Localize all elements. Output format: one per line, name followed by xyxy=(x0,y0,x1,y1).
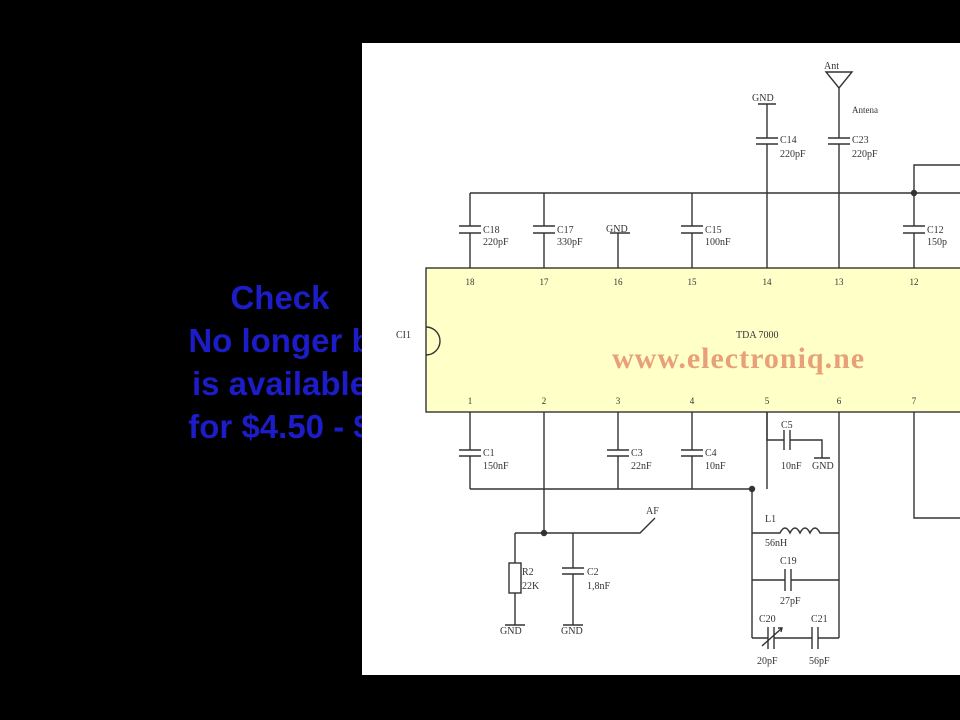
chip-name: TDA 7000 xyxy=(736,330,779,341)
promo-line-1: Check xyxy=(230,279,330,316)
c17-val: 330pF xyxy=(557,237,583,248)
schematic-sheet: 18 17 16 15 14 13 12 1 2 3 4 5 6 7 TDA 7… xyxy=(362,43,960,675)
c12-rail-wire xyxy=(913,164,960,193)
c1-ref: C1 xyxy=(483,448,495,459)
promo-line-3: is available xyxy=(191,365,369,402)
c5-val: 10nF xyxy=(781,461,802,472)
capacitor-c1 xyxy=(459,412,481,489)
ic-notch xyxy=(425,326,441,356)
pin-12: 12 xyxy=(910,277,919,287)
c21-val: 56pF xyxy=(809,656,830,667)
schematic-svg: 18 17 16 15 14 13 12 1 2 3 4 5 6 7 TDA 7… xyxy=(396,61,960,667)
c1-val: 150nF xyxy=(483,461,509,472)
c3-ref: C3 xyxy=(631,448,643,459)
c20-ref: C20 xyxy=(759,614,776,625)
r2-val: 22K xyxy=(522,581,540,592)
c2-val: 1,8nF xyxy=(587,581,611,592)
c5-ref: C5 xyxy=(781,420,793,431)
c14-val: 220pF xyxy=(780,149,806,160)
pin-6: 6 xyxy=(837,396,842,406)
af-output-wire xyxy=(515,517,656,534)
capacitor-c2 xyxy=(562,533,584,626)
pin-2: 2 xyxy=(542,396,547,406)
capacitor-c3 xyxy=(607,412,629,489)
c4-val: 10nF xyxy=(705,461,726,472)
pin-17: 17 xyxy=(540,277,550,287)
pin-7: 7 xyxy=(912,396,917,406)
c18-val: 220pF xyxy=(483,237,509,248)
r2-ref: R2 xyxy=(522,567,534,578)
l1-ref: L1 xyxy=(765,514,776,525)
c20-val: 20pF xyxy=(757,656,778,667)
pin-18: 18 xyxy=(466,277,476,287)
capacitor-c20-c21 xyxy=(752,627,839,649)
pin-3: 3 xyxy=(616,396,621,406)
c15-ref: C15 xyxy=(705,225,722,236)
c2-ref: C2 xyxy=(587,567,599,578)
capacitor-c5 xyxy=(766,412,830,459)
tank-rails xyxy=(751,412,840,638)
resistor-r2 xyxy=(505,533,525,626)
capacitor-c17 xyxy=(533,193,555,268)
capacitor-c4 xyxy=(681,412,703,489)
l1-val: 56nH xyxy=(765,538,787,549)
pin-4: 4 xyxy=(690,396,695,406)
pin-5: 5 xyxy=(765,396,770,406)
c17-ref: C17 xyxy=(557,225,574,236)
c14-ref: C14 xyxy=(780,135,797,146)
ant-label: Ant xyxy=(824,61,839,72)
c23-val: 220pF xyxy=(852,149,878,160)
pin-13: 13 xyxy=(835,277,845,287)
gnd-r2-label: GND xyxy=(500,626,522,637)
c12-ref: C12 xyxy=(927,225,944,236)
gnd-16-label: GND xyxy=(606,224,628,235)
antena-label: Antena xyxy=(852,105,878,115)
capacitor-c19 xyxy=(752,569,839,591)
gnd-c5-label: GND xyxy=(812,461,834,472)
promo-line-2: No longer b xyxy=(188,322,372,359)
c23-ref: C23 xyxy=(852,135,869,146)
c15-val: 100nF xyxy=(705,237,731,248)
capacitor-c14 xyxy=(756,103,778,268)
capacitor-c12 xyxy=(903,193,925,268)
promo-text: Check No longer b is available for $4.50… xyxy=(0,276,560,448)
c21-ref: C21 xyxy=(811,614,828,625)
inductor-l1 xyxy=(752,527,839,535)
pin-14: 14 xyxy=(763,277,773,287)
c19-ref: C19 xyxy=(780,556,797,567)
pin-16: 16 xyxy=(614,277,624,287)
capacitor-c18 xyxy=(459,193,481,268)
c18-ref: C18 xyxy=(483,225,500,236)
capacitor-c23-antenna xyxy=(824,71,854,268)
pin7-wire xyxy=(913,412,960,519)
pin-numbers: 18 17 16 15 14 13 12 1 2 3 4 5 6 7 xyxy=(466,277,919,406)
gnd-c14-label: GND xyxy=(752,93,774,104)
pin-1: 1 xyxy=(468,396,473,406)
c4-ref: C4 xyxy=(705,448,717,459)
pin-15: 15 xyxy=(688,277,698,287)
capacitor-c15 xyxy=(681,193,703,268)
junction xyxy=(748,485,756,493)
c19-val: 27pF xyxy=(780,596,801,607)
ic-body xyxy=(425,267,960,413)
gnd-c2-label: GND xyxy=(561,626,583,637)
chip-designator: CI1 xyxy=(396,330,411,341)
watermark: www.electroniq.ne xyxy=(612,342,865,375)
c3-val: 22nF xyxy=(631,461,652,472)
promo-line-4: for $4.50 - $ xyxy=(188,408,372,445)
c12-val: 150p xyxy=(927,237,947,248)
af-label: AF xyxy=(646,506,659,517)
ground-pin-16 xyxy=(610,232,630,268)
